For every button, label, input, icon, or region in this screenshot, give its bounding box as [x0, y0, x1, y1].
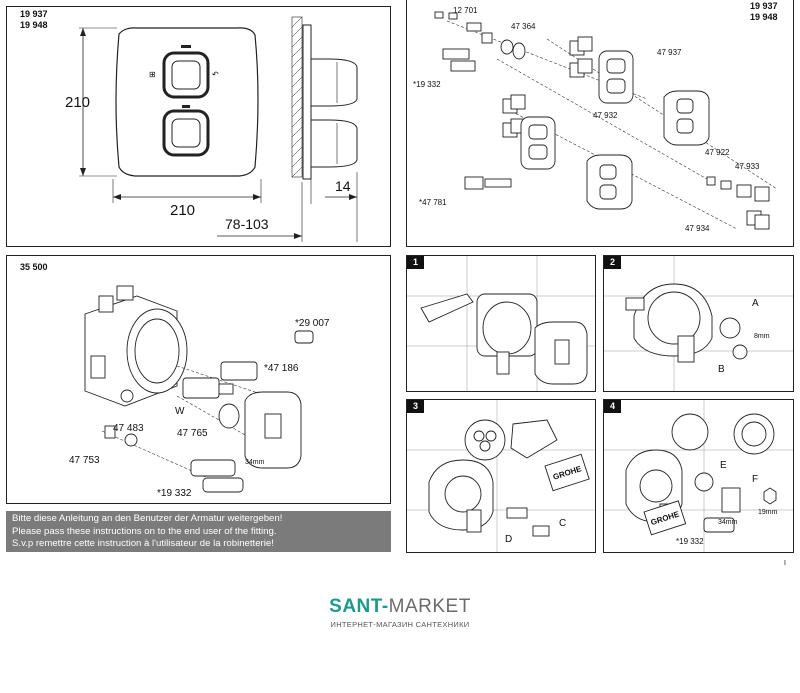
page-marker: I	[784, 560, 786, 567]
step-4-number: 4	[604, 400, 621, 413]
part-47364: 47 364	[511, 22, 536, 31]
step-4-panel: 4 GROHE E F 19mm 34mm *19 332	[603, 399, 794, 553]
brand-tagline: ИНТЕРНЕТ-МАГАЗИН САНТЕХНИКИ	[330, 620, 470, 629]
step-1-panel: 1	[406, 255, 596, 392]
part-47937: 47 937	[657, 48, 682, 57]
product-code-4: 19 948	[750, 12, 778, 22]
projection-dimension: 14	[335, 178, 351, 194]
notice-line-de: Bitte diese Anleitung an den Benutzer de…	[12, 513, 283, 524]
part-47765: 47 765	[177, 428, 208, 439]
part-47933: 47 933	[735, 162, 760, 171]
step-1-drawing	[407, 256, 595, 391]
exploded-parts-panel: 19 937 19 948	[406, 0, 794, 247]
label-34mm: 34mm	[718, 519, 738, 526]
depth-range-dimension: 78-103	[225, 216, 269, 232]
step-3-number: 3	[407, 400, 424, 413]
part-19332-body: *19 332	[157, 488, 192, 499]
exploded-parts-drawing: 12 701 47 364 47 937 *19 332 47 932 47 9…	[413, 6, 778, 233]
label-b: B	[718, 364, 725, 375]
part-19332: *19 332	[413, 80, 441, 89]
product-code-1: 19 937	[20, 9, 48, 19]
step-4-drawing: GROHE E F 19mm 34mm *19 332	[604, 400, 793, 552]
dim-34mm: 34mm	[245, 459, 265, 466]
brand-name-prefix: SANT-	[329, 596, 389, 617]
part-47922: 47 922	[705, 148, 730, 157]
part-29007: *29 007	[295, 318, 330, 329]
label-8mm: 8mm	[754, 333, 770, 340]
body-parts-panel: 35 500	[6, 255, 391, 504]
label-19mm: 19mm	[758, 509, 778, 516]
product-code-body: 35 500	[20, 262, 48, 272]
part-19332-step4: *19 332	[676, 537, 704, 546]
dimension-drawing-panel: 19 937 19 948 ⊞ ↶ 210 210	[6, 6, 391, 247]
label-a: A	[752, 298, 759, 309]
step-3-drawing: GROHE C D	[407, 400, 595, 552]
label-e: E	[720, 460, 727, 471]
dimension-drawing: ⊞ ↶ 210 210	[65, 16, 358, 242]
svg-text:⊞: ⊞	[149, 70, 156, 79]
svg-text:↶: ↶	[212, 70, 219, 79]
part-47932: 47 932	[593, 111, 618, 120]
label-c: C	[559, 518, 566, 529]
part-47781: *47 781	[419, 198, 447, 207]
notice-line-fr: S.v.p remettre cette instruction à l'uti…	[12, 538, 274, 550]
part-12701: 12 701	[453, 6, 478, 15]
step-2-number: 2	[604, 256, 621, 269]
step-2-panel: 2 A B 8mm	[603, 255, 794, 392]
part-47753: 47 753	[69, 455, 100, 466]
notice-line-en: Please pass these instructions on to the…	[12, 525, 277, 537]
width-dimension: 210	[170, 202, 195, 219]
step-3-panel: 3 GROHE C D	[406, 399, 596, 553]
product-code-3: 19 937	[750, 1, 778, 11]
part-47934: 47 934	[685, 224, 710, 233]
brand-name-suffix: MARKET	[388, 596, 471, 617]
brand-logo: SANT-MARKET	[0, 596, 800, 618]
product-code-2: 19 948	[20, 20, 48, 30]
height-dimension: 210	[65, 94, 90, 111]
label-w: W	[175, 406, 185, 417]
part-47483: 47 483	[113, 423, 144, 434]
label-d: D	[505, 534, 512, 545]
part-47186: *47 186	[264, 363, 299, 374]
handover-notice: Bitte diese Anleitung an den Benutzer de…	[6, 511, 391, 552]
label-f: F	[752, 474, 758, 485]
body-parts-drawing: *29 007 *47 186 W 47 483 47 765 47 753 *…	[69, 285, 330, 499]
step-1-number: 1	[407, 256, 424, 269]
step-2-drawing: A B 8mm	[604, 256, 793, 391]
